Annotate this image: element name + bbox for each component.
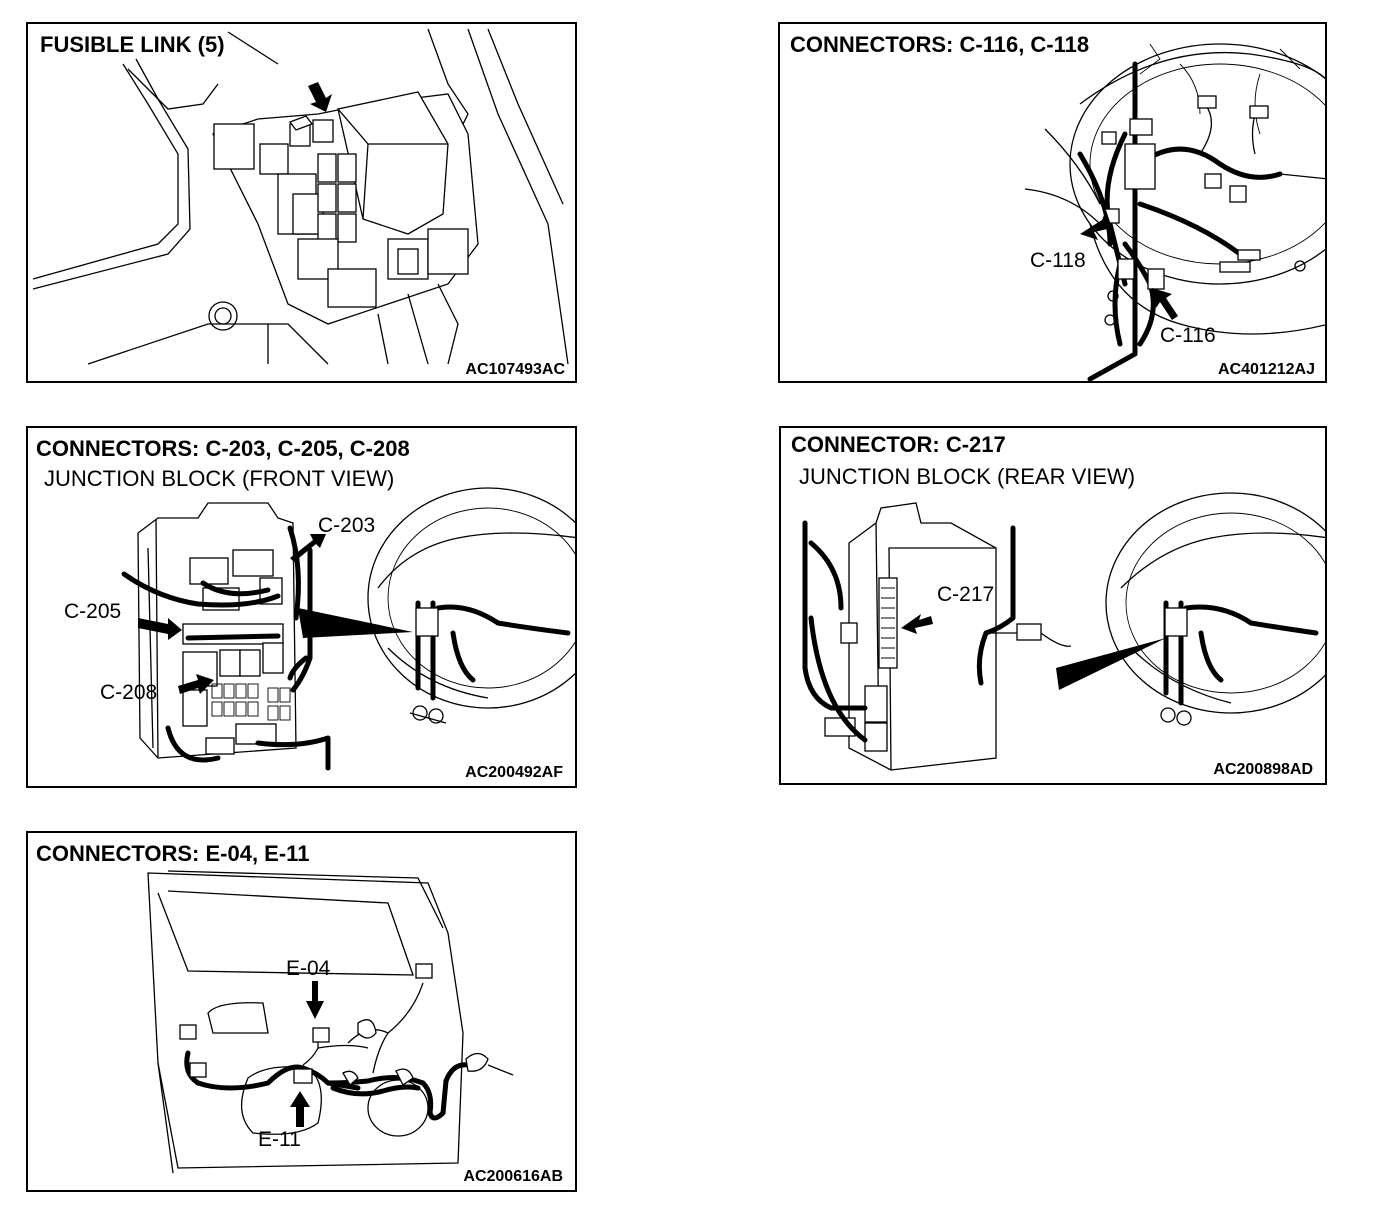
door-harness-illustration bbox=[147, 870, 514, 1174]
junction-block-rear-illustration bbox=[802, 492, 1325, 771]
figure-code: AC401212AJ bbox=[1218, 361, 1315, 378]
figure-code: AC107493AC bbox=[465, 361, 565, 378]
callout-e11: E-11 bbox=[258, 1128, 301, 1151]
panel-title: CONNECTOR: C-217 bbox=[791, 432, 1006, 457]
panel-subtitle: JUNCTION BLOCK (FRONT VIEW) bbox=[44, 466, 395, 491]
connectors-e04-e11-panel: CONNECTORS: E-04, E-11 E-04 E-11 AC20061… bbox=[26, 831, 577, 1192]
dashboard-harness-illustration bbox=[1024, 43, 1325, 381]
panel-title: CONNECTORS: C-116, C-118 bbox=[790, 32, 1090, 57]
connector-c217-panel: CONNECTOR: C-217 JUNCTION BLOCK (REAR VI… bbox=[779, 426, 1327, 785]
panel-title: CONNECTORS: C-203, C-205, C-208 bbox=[36, 436, 410, 461]
panel-title: CONNECTORS: E-04, E-11 bbox=[36, 841, 310, 866]
fusible-link-panel: FUSIBLE LINK (5) AC107493AC bbox=[26, 22, 577, 383]
callout-c116: C-116 bbox=[1160, 324, 1216, 347]
figure-code: AC200616AB bbox=[463, 1168, 563, 1185]
callout-e04: E-04 bbox=[286, 957, 331, 980]
panel-subtitle: JUNCTION BLOCK (REAR VIEW) bbox=[799, 464, 1136, 489]
callout-c205: C-205 bbox=[64, 600, 122, 623]
callout-c217: C-217 bbox=[937, 583, 995, 606]
callout-c203: C-203 bbox=[318, 514, 376, 537]
fusible-link-illustration bbox=[32, 28, 569, 365]
callout-c208: C-208 bbox=[100, 681, 158, 704]
figure-code: AC200898AD bbox=[1213, 761, 1313, 778]
connectors-c116-c118-panel: CONNECTORS: C-116, C-118 C-118 C-116 AC4… bbox=[778, 22, 1327, 383]
junction-block-front-illustration bbox=[121, 487, 575, 771]
panel-title: FUSIBLE LINK (5) bbox=[40, 32, 225, 57]
figure-code: AC200492AF bbox=[465, 764, 563, 781]
callout-c118: C-118 bbox=[1030, 249, 1086, 272]
connectors-c203-c205-c208-panel: CONNECTORS: C-203, C-205, C-208 JUNCTION… bbox=[26, 426, 577, 788]
